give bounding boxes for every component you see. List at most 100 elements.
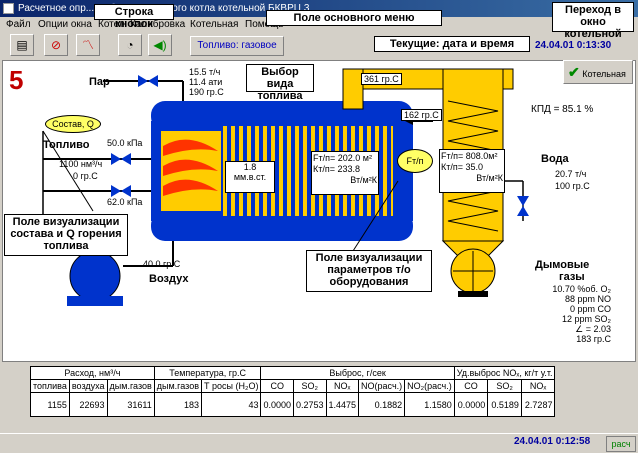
furnace-pressure-box: 1.8 мм.в.ст. (225, 161, 275, 193)
table-cell: 22693 (68, 392, 108, 417)
report-button[interactable]: ▤ (10, 34, 34, 56)
air-label: Воздух (149, 273, 189, 285)
column-header: Т росы (H₂O) (200, 379, 262, 393)
chart-icon: 〽 (81, 38, 94, 52)
table-cell: 183 (153, 392, 202, 417)
steam-label: Пар (89, 76, 110, 88)
boiler-number: 5 (9, 65, 24, 95)
column-header: топлива (30, 379, 70, 393)
callout-equipment-visual: Поле визуализации параметров т/о оборудо… (306, 250, 432, 292)
boiler-f-label: Fт/п= (313, 153, 336, 163)
column-header: дым.газов (106, 379, 155, 393)
exit-icon: ⊘ (50, 38, 62, 52)
flame-icon (163, 139, 218, 156)
column-header: воздуха (68, 379, 108, 393)
table-group-header-row: Расход, нм³/ч Температура, гр.С Выброс, … (30, 366, 556, 380)
group-header-flow: Расход, нм³/ч (30, 366, 155, 380)
clock-button[interactable]: ◔ (118, 34, 142, 56)
column-header: NOₓ (325, 379, 360, 393)
fuel-flow: 1100 нм³/ч (59, 159, 103, 169)
app-icon[interactable] (3, 3, 14, 14)
flue-o2: 10.70 %об. O₂ (552, 284, 611, 294)
status-mode: расч (606, 436, 636, 452)
table-cell: 0.0000 (260, 392, 294, 417)
callout-boiler-room: Переход в окно котельной (552, 2, 634, 40)
boiler-tube (299, 126, 303, 216)
sound-button[interactable]: ◀) (148, 34, 172, 56)
table-cell: 2.7287 (520, 392, 556, 417)
table-cell: 0.1882 (358, 392, 406, 417)
flue-so2: 12 ppm SO₂ (561, 314, 611, 324)
column-header: CO (453, 379, 489, 393)
callout-fuel-choice: Выбор вида топлива (246, 64, 314, 102)
group-header-emission: Выброс, г/сек (260, 366, 455, 380)
fuel-type-button[interactable]: Топливо: газовое (190, 36, 284, 56)
menu-window-options[interactable]: Опции окна (38, 19, 92, 30)
menu-help[interactable]: Помощь (245, 19, 284, 30)
column-header: NO₂(расч.) (404, 379, 455, 393)
fuel-valve-icon[interactable] (111, 153, 121, 165)
column-header: SO₂ (292, 379, 327, 393)
column-header: NOₓ (520, 379, 556, 393)
exit-button[interactable]: ⊘ (44, 34, 68, 56)
boiler-room-label: Котельная (582, 69, 626, 79)
status-datetime: 24.04.01 0:12:58 (514, 436, 591, 447)
flue-gas-label1: Дымовые (535, 259, 590, 271)
water-valve-icon[interactable] (517, 196, 529, 206)
group-header-temp: Температура, гр.С (153, 366, 262, 380)
table-cell: 0.0000 (453, 392, 489, 417)
steam-flow: 15.5 т/ч (189, 67, 221, 77)
column-header: дым.газов (153, 379, 202, 393)
column-header: NO(расч.) (358, 379, 406, 393)
water-temp: 100 гр.С (555, 181, 590, 191)
flue-alpha: ∠ = 2.03 (575, 324, 611, 334)
datetime-display: 24.04.01 0:13:30 (535, 40, 612, 51)
fuel-pressure2: 62.0 кПа (107, 197, 143, 207)
boiler-tube (307, 126, 311, 216)
boiler-tube (283, 126, 287, 216)
callout-main-menu: Поле основного меню (266, 10, 442, 26)
boiler-tube (275, 126, 279, 216)
clock-icon: ◔ (126, 38, 134, 52)
chart-button[interactable]: 〽 (76, 34, 100, 56)
boiler-room-button[interactable]: ✔ Котельная (563, 60, 633, 84)
boiler-tube (387, 126, 391, 216)
fuel-pressure1: 50.0 кПа (107, 138, 143, 148)
report-icon: ▤ (16, 38, 28, 52)
flue-temp: 183 гр.С (576, 334, 611, 344)
steam-pressure: 11.4 ати (189, 77, 223, 87)
econ-k-value: 35.0 (465, 162, 484, 172)
fuel-temp: 0 гр.С (73, 171, 98, 181)
boiler-k-label: Кт/п= (313, 164, 335, 174)
fuel-label: Топливо (43, 139, 90, 151)
boiler-k-value: 233.8 (337, 164, 361, 174)
gas-temp-mid: 162 гр.С (401, 109, 442, 121)
menu-calibration[interactable]: Калибровка (130, 19, 186, 30)
gas-temp-top: 361 гр.С (361, 73, 402, 85)
callout-buttons-row: Строка кнопок (94, 4, 174, 30)
results-table: Расход, нм³/ч Температура, гр.С Выброс, … (30, 366, 556, 417)
furnace-unit: мм.в.ст. (233, 172, 267, 182)
econ-f-value: 808.0м² (465, 151, 498, 161)
air-temp: 40.0 гр.С (143, 259, 181, 269)
menu-boiler[interactable]: Котел (98, 19, 125, 30)
steam-valve-icon[interactable] (138, 75, 148, 87)
menu-boiler-room[interactable]: Котельная (190, 19, 239, 30)
menu-file[interactable]: Файл (6, 19, 31, 30)
checkmark-icon: ✔ (568, 64, 580, 80)
table-cell: 1.4475 (325, 392, 360, 417)
boiler-f-value: 202.0 м² (337, 153, 372, 163)
steam-temp: 190 гр.С (189, 87, 224, 97)
boiler-tube (291, 126, 295, 216)
efficiency: КПД = 85.1 % (531, 104, 594, 115)
equipment-params-button[interactable]: Fт/п (397, 149, 433, 173)
flue-gas-label2: газы (559, 271, 585, 283)
table-cell: 1.1580 (404, 392, 455, 417)
table-cell: 31611 (106, 392, 155, 417)
flue-gas-readings: 10.70 %об. O₂ 88 ppm NO 0 ppm CO 12 ppm … (541, 284, 611, 344)
air-fan (69, 250, 121, 302)
boiler-tube (379, 126, 383, 216)
fuel-composition-button[interactable]: Состав, Q (45, 115, 101, 133)
